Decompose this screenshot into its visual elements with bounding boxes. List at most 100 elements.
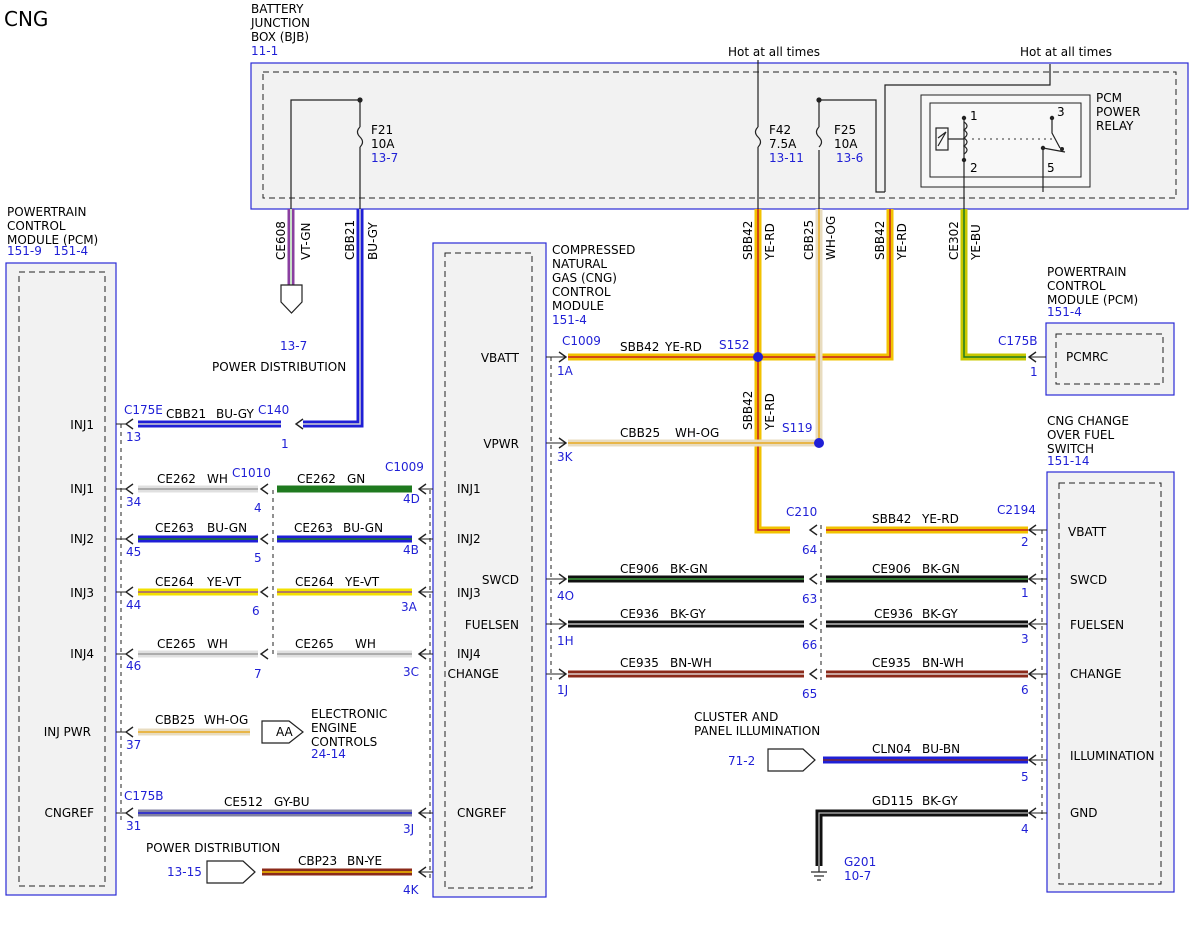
pin-3a: 3A: [401, 600, 418, 614]
switch-pin-num-4: 4: [1021, 822, 1029, 836]
label-bu-gy-h: BU-GY: [216, 407, 254, 421]
label-bn-ye: BN-YE: [347, 854, 382, 868]
pin-1j: 1J: [557, 683, 568, 697]
label-ye-rd-h2: YE-RD: [921, 512, 959, 526]
connector-c140: C140: [258, 403, 289, 417]
cng-pin-vpwr: VPWR: [483, 437, 519, 451]
eec-ref: 24-14: [311, 747, 346, 761]
label-ye-rd-c: YE-RD: [763, 393, 777, 431]
splice-s152-label: S152: [719, 338, 750, 352]
connector-labels: C175E C140 C1010 C1009 C1009 C175B C175B…: [124, 334, 1038, 803]
eec-tag-label: AA: [276, 725, 294, 739]
connector-c175b-left: C175B: [124, 789, 164, 803]
cng-module-name-3: GAS (CNG): [552, 271, 617, 285]
label-wh-b: WH: [207, 637, 228, 651]
relay-pin-1: 1: [970, 109, 978, 123]
label-ce262-b: CE262: [297, 472, 336, 486]
pin-5: 5: [254, 551, 262, 565]
pcm-left-pin-inj3: INJ3: [70, 586, 94, 600]
switch-pin-illumination: ILLUMINATION: [1070, 749, 1155, 763]
label-cbb25: CBB25: [802, 220, 816, 260]
fuse-f21-ref: 13-7: [371, 151, 398, 165]
label-cbb25-h2: CBB25: [620, 426, 660, 440]
pcm-left-pin-inj4: INJ4: [70, 647, 94, 661]
label-sbb42-c: SBB42: [741, 391, 755, 430]
pcm-right-name-1: POWERTRAIN: [1047, 265, 1127, 279]
switch-pin-fuelsen: FUELSEN: [1070, 618, 1124, 632]
label-bk-gn-b: BK-GN: [922, 562, 960, 576]
pcm-right-ref: 151-4: [1047, 305, 1082, 319]
pcm-left-name-2: CONTROL: [7, 219, 66, 233]
relay-pin-3: 3: [1057, 105, 1065, 119]
wire-ce302: [960, 209, 1026, 361]
offpage-tag-13-7: [280, 284, 303, 314]
connector-c1009-a: C1009: [385, 460, 424, 474]
fuse-f25-ref: 13-6: [836, 151, 863, 165]
pin-7: 7: [254, 667, 262, 681]
offpage-tag-71-2: [767, 748, 816, 772]
pin-3j: 3J: [403, 822, 414, 836]
cng-pin-inj3: INJ3: [457, 586, 481, 600]
pcm-left-pin-inj2: INJ2: [70, 532, 94, 546]
switch-name-1: CNG CHANGE: [1047, 414, 1129, 428]
pin-1-c140: 1: [281, 437, 289, 451]
label-ce936-b: CE936: [874, 607, 913, 621]
eec-name-2: ENGINE: [311, 721, 357, 735]
label-ce263-a: CE263: [155, 521, 194, 535]
label-ce935-a: CE935: [620, 656, 659, 670]
offpage-tags: [206, 284, 816, 884]
pcm-left-pin-inj-pwr: INJ PWR: [44, 725, 91, 739]
connector-c210: C210: [786, 505, 817, 519]
pcm-right-pin-pcmrc: PCMRC: [1066, 350, 1108, 364]
label-ce906-a: CE906: [620, 562, 659, 576]
label-ce512: CE512: [224, 795, 263, 809]
pin-1h: 1H: [557, 634, 574, 648]
pcm-left-name-1: POWERTRAIN: [7, 205, 87, 219]
label-bk-gy-b: BK-GY: [922, 607, 958, 621]
switch-pin-num-6: 6: [1021, 683, 1029, 697]
fuse-f42: [754, 60, 762, 210]
switch-ref: 151-14: [1047, 454, 1090, 468]
pin-numbers: 13 1 34 4 4D 45 5 4B 44 6 3A 46 7 3C 37 …: [126, 364, 1038, 897]
pin-37: 37: [126, 738, 141, 752]
label-gy-bu: GY-BU: [274, 795, 310, 809]
fuse-f42-name: F42: [769, 123, 791, 137]
pcm-left-module: POWERTRAIN CONTROL MODULE (PCM) 151-9 15…: [5, 205, 117, 896]
label-bk-gn-a: BK-GN: [670, 562, 708, 576]
pin-1a: 1A: [557, 364, 574, 378]
pcm-left-name-3: MODULE (PCM): [7, 233, 98, 247]
label-sbb42-b: SBB42: [873, 221, 887, 260]
label-bu-gy: BU-GY: [366, 222, 380, 260]
label-ye-rd-h1: YE-RD: [664, 340, 702, 354]
pin-13: 13: [126, 430, 141, 444]
switch-pin-num-2: 2: [1021, 535, 1029, 549]
connector-c2194: C2194: [997, 503, 1036, 517]
cng-module-name-2: NATURAL: [552, 257, 607, 271]
switch-pin-swcd: SWCD: [1070, 573, 1107, 587]
relay-name-line-3: RELAY: [1096, 119, 1134, 133]
fuse-f25-rating: 10A: [834, 137, 858, 151]
pcm-right-name-2: CONTROL: [1047, 279, 1106, 293]
relay-pin-5: 5: [1047, 161, 1055, 175]
bjb-name-line-3: BOX (BJB): [251, 30, 309, 44]
label-sbb42-h2: SBB42: [872, 512, 911, 526]
label-ce265-a: CE265: [157, 637, 196, 651]
label-cln04: CLN04: [872, 742, 911, 756]
switch-name-3: SWITCH: [1047, 442, 1094, 456]
offpage-tag-13-15: [206, 860, 256, 884]
hot-label-2: Hot at all times: [1020, 45, 1112, 59]
label-wh-og: WH-OG: [824, 216, 838, 260]
switch-pin-num-1: 1: [1021, 586, 1029, 600]
pin-4o: 4O: [557, 589, 574, 603]
label-cbb21-h: CBB21: [166, 407, 206, 421]
pcm-left-ref: 151-9 151-4: [7, 244, 88, 258]
cluster-ref: 71-2: [728, 754, 755, 768]
cng-pin-fuelsen: FUELSEN: [465, 618, 519, 632]
label-ce936-a: CE936: [620, 607, 659, 621]
label-ce906-b: CE906: [872, 562, 911, 576]
label-ce302: CE302: [947, 221, 961, 260]
relay-name-line-1: PCM: [1096, 91, 1122, 105]
pin-1-pcmrc: 1: [1030, 365, 1038, 379]
label-ye-rd-a: YE-RD: [763, 223, 777, 261]
